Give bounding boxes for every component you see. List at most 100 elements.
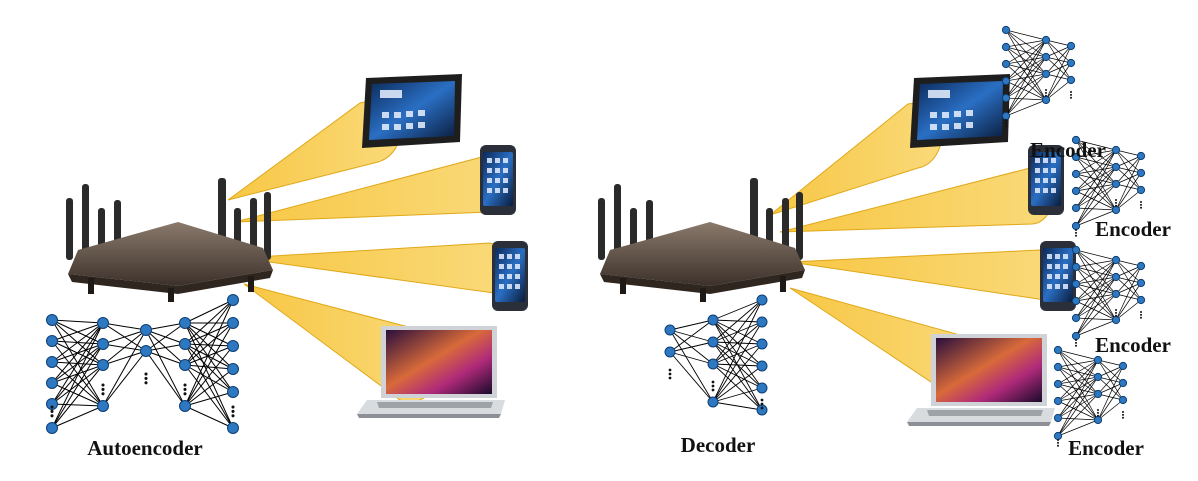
network-edge: [184, 343, 234, 393]
network-node: [707, 396, 719, 408]
network-edge: [712, 321, 763, 403]
ellipsis-dot: [668, 368, 672, 372]
network-edge: [1005, 46, 1047, 101]
network-edge: [1057, 400, 1099, 421]
network-edge: [1057, 376, 1099, 437]
ellipsis-dot: [1139, 206, 1143, 209]
network-node: [756, 382, 768, 394]
network-edge: [712, 299, 763, 343]
ellipsis-dot: [1069, 90, 1073, 94]
ellipsis-dot: [1139, 200, 1143, 204]
network-node: [1093, 389, 1103, 399]
network-edge: [1075, 149, 1117, 175]
network-node: [1111, 272, 1121, 282]
network-edge: [712, 387, 763, 403]
network-node: [1071, 203, 1081, 213]
network-edge: [712, 363, 763, 367]
network-node: [1136, 151, 1146, 161]
network-node: [1053, 413, 1063, 423]
network-edge: [184, 299, 234, 345]
network-edge: [1075, 139, 1117, 211]
network-edge: [1075, 149, 1117, 209]
network-node: [1111, 179, 1121, 189]
network-node: [1066, 41, 1076, 51]
ellipsis-dot: [1121, 416, 1125, 419]
ellipsis-dot: [1096, 414, 1100, 417]
network-node: [1118, 361, 1128, 371]
network-edge: [51, 364, 104, 405]
network-node: [227, 294, 239, 306]
ellipsis-dot: [760, 406, 764, 410]
network-edge: [51, 403, 104, 407]
ellipsis-dot: [144, 376, 148, 380]
network-edge: [669, 351, 714, 403]
ellipsis-dot: [1114, 198, 1118, 202]
network-edge: [184, 299, 234, 407]
ellipsis-dot: [1121, 413, 1125, 416]
ellipsis-dot: [1114, 204, 1118, 207]
network-edge: [1057, 359, 1099, 437]
ellipsis-dot: [50, 409, 54, 413]
network-edge: [1075, 190, 1117, 211]
network-node: [1053, 379, 1063, 389]
network-edge: [1115, 282, 1142, 295]
network-edge: [184, 364, 234, 429]
network-edge: [102, 350, 147, 407]
ellipsis-dot: [1074, 231, 1078, 234]
network-node: [46, 377, 58, 389]
network-edge: [1075, 259, 1117, 285]
ellipsis-dot: [183, 392, 187, 396]
network-edge: [51, 322, 104, 342]
network-edge: [1045, 45, 1072, 58]
network-edge: [102, 329, 147, 345]
network-edge: [1005, 29, 1047, 101]
network-node: [756, 316, 768, 328]
network-edge: [712, 321, 763, 365]
left-panel: Autoencoder: [46, 74, 528, 460]
network-edge: [145, 350, 186, 366]
network-edge: [1057, 349, 1099, 421]
network-node: [227, 363, 239, 375]
ellipsis-dot: [1056, 441, 1060, 444]
network-edge: [1115, 293, 1142, 301]
ellipsis-dot: [1044, 91, 1048, 94]
encoder-label: Encoder: [1030, 138, 1106, 162]
network-edge: [145, 329, 186, 407]
ellipsis-dot: [711, 384, 715, 388]
network-node: [1071, 296, 1081, 306]
network-node: [1071, 313, 1081, 323]
network-edge: [1075, 293, 1117, 337]
right-panel: Decoder Encoder Encoder Encoder Encoder: [598, 25, 1171, 460]
network-node: [664, 324, 676, 336]
network-node: [664, 346, 676, 358]
network-node: [1111, 255, 1121, 265]
network-edge: [184, 368, 234, 407]
network-node: [1041, 52, 1051, 62]
network-node: [756, 294, 768, 306]
network-node: [1041, 95, 1051, 105]
network-node: [1136, 278, 1146, 288]
network-edge: [1097, 359, 1124, 367]
ellipsis-dot: [1074, 234, 1078, 237]
network-node: [1071, 186, 1081, 196]
network-edge: [51, 322, 104, 384]
ellipsis-dot: [711, 388, 715, 392]
network-node: [46, 356, 58, 368]
ellipsis-dot: [1044, 94, 1048, 97]
ellipsis-dot: [183, 383, 187, 387]
network-edge: [184, 405, 234, 429]
network-node: [97, 317, 109, 329]
network-edge: [184, 322, 234, 407]
network-node: [140, 345, 152, 357]
network-edge: [1057, 349, 1099, 361]
network-edge: [184, 322, 234, 370]
network-node: [46, 422, 58, 434]
network-edge: [1045, 62, 1072, 75]
network-edge: [1075, 276, 1117, 337]
network-edge: [51, 364, 104, 429]
network-edge: [712, 299, 763, 321]
network-node: [227, 386, 239, 398]
network-edge: [184, 364, 234, 370]
network-node: [227, 422, 239, 434]
network-edge: [1115, 265, 1142, 295]
